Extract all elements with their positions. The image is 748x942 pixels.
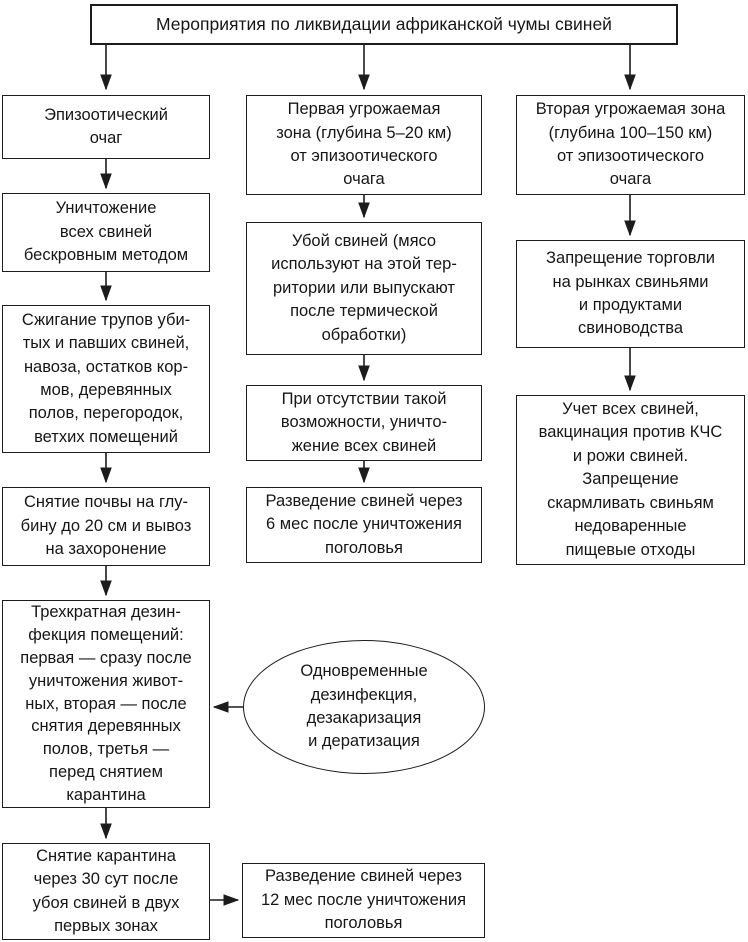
node-label: Эпизоотический очаг bbox=[44, 105, 168, 147]
node-label: Запрещение торговли на рынках свиньями и… bbox=[546, 249, 715, 338]
node-label: Убой свиней (мясо используют на этой тер… bbox=[271, 231, 457, 344]
node-registration-vaccination: Учет всех свиней, вакцинация против КЧС … bbox=[516, 395, 745, 565]
node-label: Разведение свиней через 12 мес после уни… bbox=[260, 867, 467, 933]
node-if-not-possible-destroy: При отсутствии такой возможности, уничто… bbox=[246, 385, 482, 461]
node-burning-corpses: Сжигание трупов уби- тых и павших свиней… bbox=[2, 305, 210, 453]
node-label: Вторая угрожаемая зона (глубина 100–150 … bbox=[535, 100, 726, 189]
node-triple-disinfection: Трехкратная дезин- фекция помещений: пер… bbox=[2, 600, 210, 808]
node-label: Трехкратная дезин- фекция помещений: пер… bbox=[20, 602, 192, 805]
diagram-title: Мероприятия по ликвидации африканской чу… bbox=[90, 4, 678, 45]
node-label: Разведение свиней через 6 мес после унич… bbox=[265, 491, 463, 557]
node-simultaneous-disinfection-ellipse: Одновременные дезинфекция, дезакаризация… bbox=[243, 640, 485, 774]
node-second-threatened-zone: Вторая угрожаемая зона (глубина 100–150 … bbox=[516, 95, 745, 195]
node-label: Снятие карантина через 30 сут после убоя… bbox=[32, 846, 180, 935]
node-label: Уничтожение всех свиней бескровным метод… bbox=[23, 199, 189, 265]
node-pig-slaughter: Убой свиней (мясо используют на этой тер… bbox=[246, 222, 482, 355]
node-breeding-after-6-months: Разведение свиней через 6 мес после унич… bbox=[246, 487, 482, 563]
node-first-threatened-zone: Первая угрожаемая зона (глубина 5–20 км)… bbox=[246, 95, 482, 195]
node-destroy-all-pigs: Уничтожение всех свиней бескровным метод… bbox=[2, 193, 210, 272]
node-epizootic-focus: Эпизоотический очаг bbox=[2, 95, 210, 159]
node-label: Первая угрожаемая зона (глубина 5–20 км)… bbox=[276, 100, 452, 189]
node-breeding-after-12-months: Разведение свиней через 12 мес после уни… bbox=[242, 863, 485, 938]
diagram-title-label: Мероприятия по ликвидации африканской чу… bbox=[156, 14, 612, 35]
node-label: Одновременные дезинфекция, дезакаризация… bbox=[300, 662, 428, 751]
node-quarantine-lifting: Снятие карантина через 30 сут после убоя… bbox=[2, 843, 210, 940]
node-label: Сжигание трупов уби- тых и павших свиней… bbox=[21, 310, 191, 446]
node-market-trade-ban: Запрещение торговли на рынках свиньями и… bbox=[516, 240, 745, 348]
node-label: При отсутствии такой возможности, уничто… bbox=[280, 389, 448, 455]
node-label: Снятие почвы на глу- бину до 20 см и выв… bbox=[20, 493, 192, 559]
node-soil-removal: Снятие почвы на глу- бину до 20 см и выв… bbox=[2, 487, 210, 566]
node-label: Учет всех свиней, вакцинация против КЧС … bbox=[538, 400, 723, 559]
